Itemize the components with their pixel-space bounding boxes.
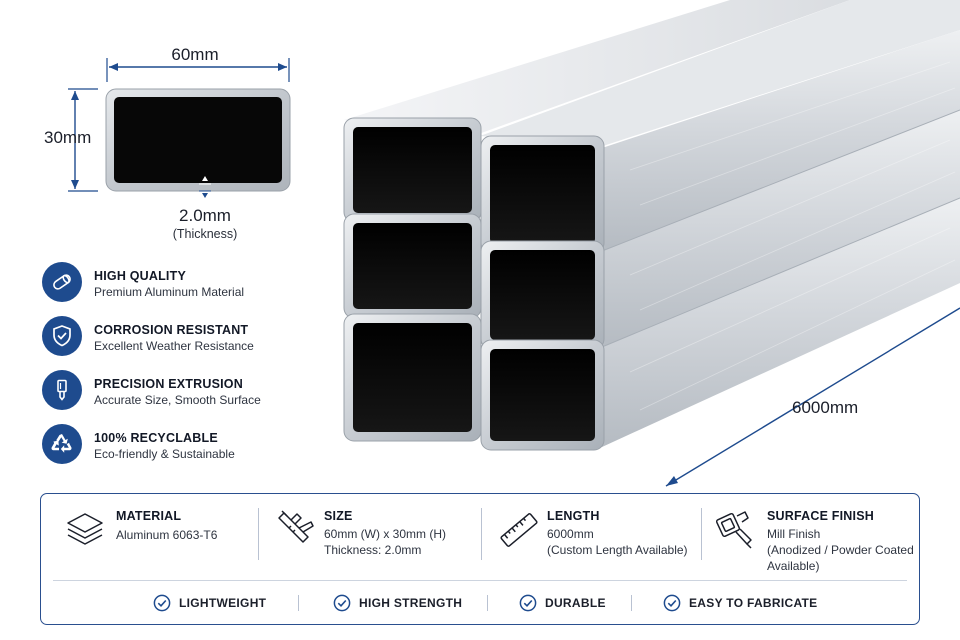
tube-icon xyxy=(42,262,82,302)
caliper-icon xyxy=(278,510,314,543)
spec-value: Aluminum 6063-T6 xyxy=(116,528,218,542)
specifications-panel: MATERIAL Aluminum 6063-T6 SIZE 60mm (W) … xyxy=(40,493,920,625)
badge-label: HIGH STRENGTH xyxy=(359,596,463,610)
extrusion-icon xyxy=(42,370,82,410)
check-circle-icon xyxy=(333,594,351,612)
tube-end xyxy=(480,339,605,451)
shield-check-icon xyxy=(42,316,82,356)
feature-title: HIGH QUALITY xyxy=(94,269,186,283)
tube-end xyxy=(480,240,605,350)
cross-section-diagram: 60mm 30mm 2.0mm (Thickness) xyxy=(0,0,320,250)
spec-size: SIZE 60mm (W) x 30mm (H) Thickness: 2.0m… xyxy=(273,494,493,578)
feature-corrosion-resistant: CORROSION RESISTANT Excellent Weather Re… xyxy=(42,316,322,360)
check-circle-icon xyxy=(519,594,537,612)
feature-subtitle: Eco-friendly & Sustainable xyxy=(94,447,235,461)
feature-subtitle: Excellent Weather Resistance xyxy=(94,339,254,353)
tube-stack-illustration xyxy=(343,0,960,487)
divider xyxy=(298,595,299,611)
spec-length: LENGTH 6000mm (Custom Length Available) xyxy=(497,494,707,578)
check-circle-icon xyxy=(663,594,681,612)
spec-title: SIZE xyxy=(324,509,353,523)
divider xyxy=(53,580,907,581)
thickness-caption: (Thickness) xyxy=(172,227,238,241)
badge-durable: DURABLE xyxy=(519,592,606,614)
badge-high-strength: HIGH STRENGTH xyxy=(333,592,462,614)
divider xyxy=(631,595,632,611)
divider xyxy=(258,508,259,560)
spec-title: LENGTH xyxy=(547,509,600,523)
spec-surface-finish: SURFACE FINISH Mill Finish (Anodized / P… xyxy=(715,494,915,578)
ruler-icon xyxy=(500,513,538,547)
check-circle-icon xyxy=(153,594,171,612)
tube-end xyxy=(343,213,482,319)
badge-label: LIGHTWEIGHT xyxy=(179,596,267,610)
spec-value: 60mm (W) x 30mm (H) xyxy=(324,527,446,541)
divider xyxy=(481,508,482,560)
spec-material: MATERIAL Aluminum 6063-T6 xyxy=(63,494,263,578)
feature-title: PRECISION EXTRUSION xyxy=(94,377,243,391)
feature-precision-extrusion: PRECISION EXTRUSION Accurate Size, Smoot… xyxy=(42,370,322,414)
cross-section-drawing xyxy=(68,58,291,198)
tube-end xyxy=(343,313,482,442)
feature-title: CORROSION RESISTANT xyxy=(94,323,249,337)
badge-lightweight: LIGHTWEIGHT xyxy=(153,592,266,614)
thickness-dimension-label: 2.0mm xyxy=(179,206,231,225)
height-dimension-label: 30mm xyxy=(44,128,92,147)
badge-label: EASY TO FABRICATE xyxy=(689,596,818,610)
spec-value: 6000mm xyxy=(547,527,594,541)
tube-end xyxy=(480,135,605,254)
feature-subtitle: Accurate Size, Smooth Surface xyxy=(94,393,261,407)
spec-title: MATERIAL xyxy=(116,509,182,523)
layers-icon xyxy=(67,513,103,545)
feature-title: 100% RECYCLABLE xyxy=(94,431,218,445)
spec-value: (Anodized / Powder Coated xyxy=(767,543,914,557)
feature-subtitle: Premium Aluminum Material xyxy=(94,285,245,299)
feature-high-quality: HIGH QUALITY Premium Aluminum Material xyxy=(42,262,322,306)
badge-easy-to-fabricate: EASY TO FABRICATE xyxy=(663,592,817,614)
divider xyxy=(701,508,702,560)
spec-value: Thickness: 2.0mm xyxy=(324,543,422,557)
divider xyxy=(487,595,488,611)
length-dimension-label: 6000mm xyxy=(792,398,859,417)
width-dimension-label: 60mm xyxy=(171,45,219,64)
product-image xyxy=(330,0,960,490)
badge-label: DURABLE xyxy=(545,596,606,610)
spec-value: (Custom Length Available) xyxy=(547,543,688,557)
recycle-icon xyxy=(42,424,82,464)
spec-title: SURFACE FINISH xyxy=(767,509,874,523)
tube-end xyxy=(343,117,482,223)
spec-value: Available) xyxy=(767,559,820,573)
polisher-icon xyxy=(715,511,752,549)
spec-value: Mill Finish xyxy=(767,527,821,541)
feature-recyclable: 100% RECYCLABLE Eco-friendly & Sustainab… xyxy=(42,424,322,468)
